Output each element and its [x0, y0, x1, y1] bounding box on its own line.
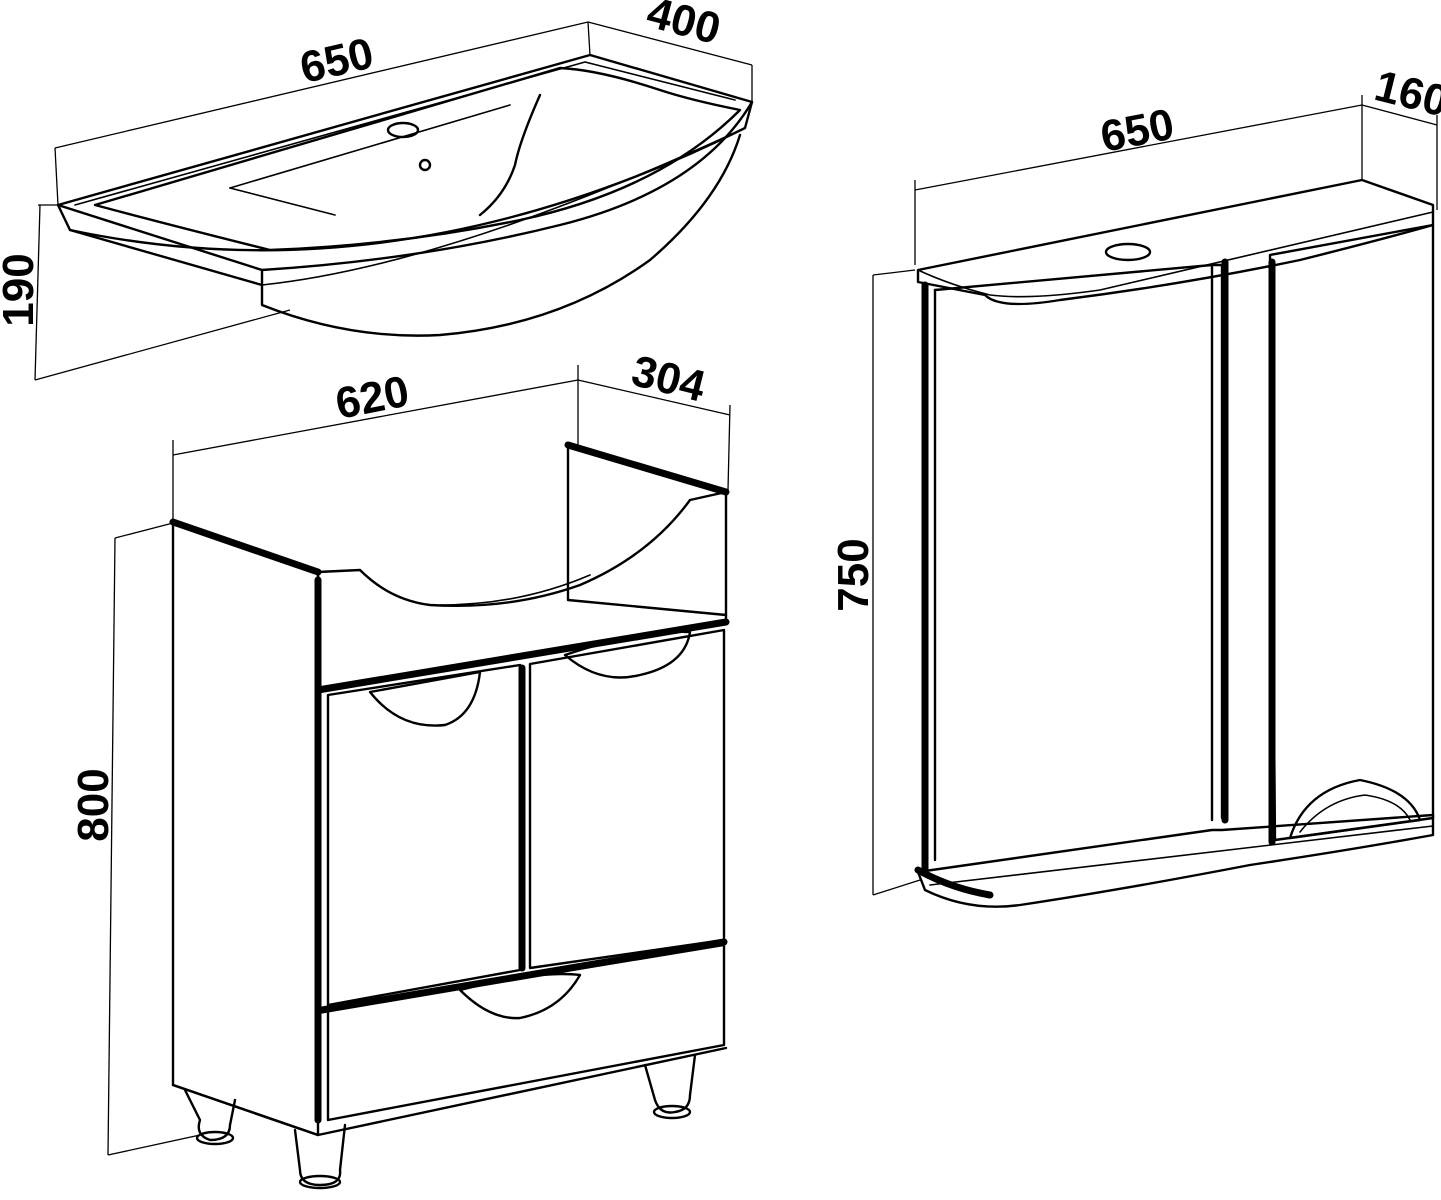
cabinet-height-label: 800 — [69, 768, 118, 841]
mirror-width-label: 650 — [1097, 100, 1178, 162]
mirror-cabinet-drawing: 650 160 750 — [829, 61, 1441, 908]
cabinet-drawing: 620 304 800 — [69, 346, 731, 1190]
cabinet-depth-label: 304 — [627, 346, 711, 411]
mirror-dimension-lines — [872, 95, 1438, 896]
basin-drawing: 650 400 190 — [0, 0, 754, 381]
cabinet-width-label: 620 — [332, 367, 413, 429]
basin-width-label: 650 — [295, 29, 378, 93]
basin-dimension-lines — [34, 21, 753, 381]
basin-height-label: 190 — [0, 253, 43, 326]
basin-depth-label: 400 — [642, 0, 726, 54]
mirror-height-label: 750 — [829, 538, 878, 611]
cabinet-dimension-lines — [107, 365, 731, 1156]
mirror-depth-label: 160 — [1370, 61, 1441, 126]
